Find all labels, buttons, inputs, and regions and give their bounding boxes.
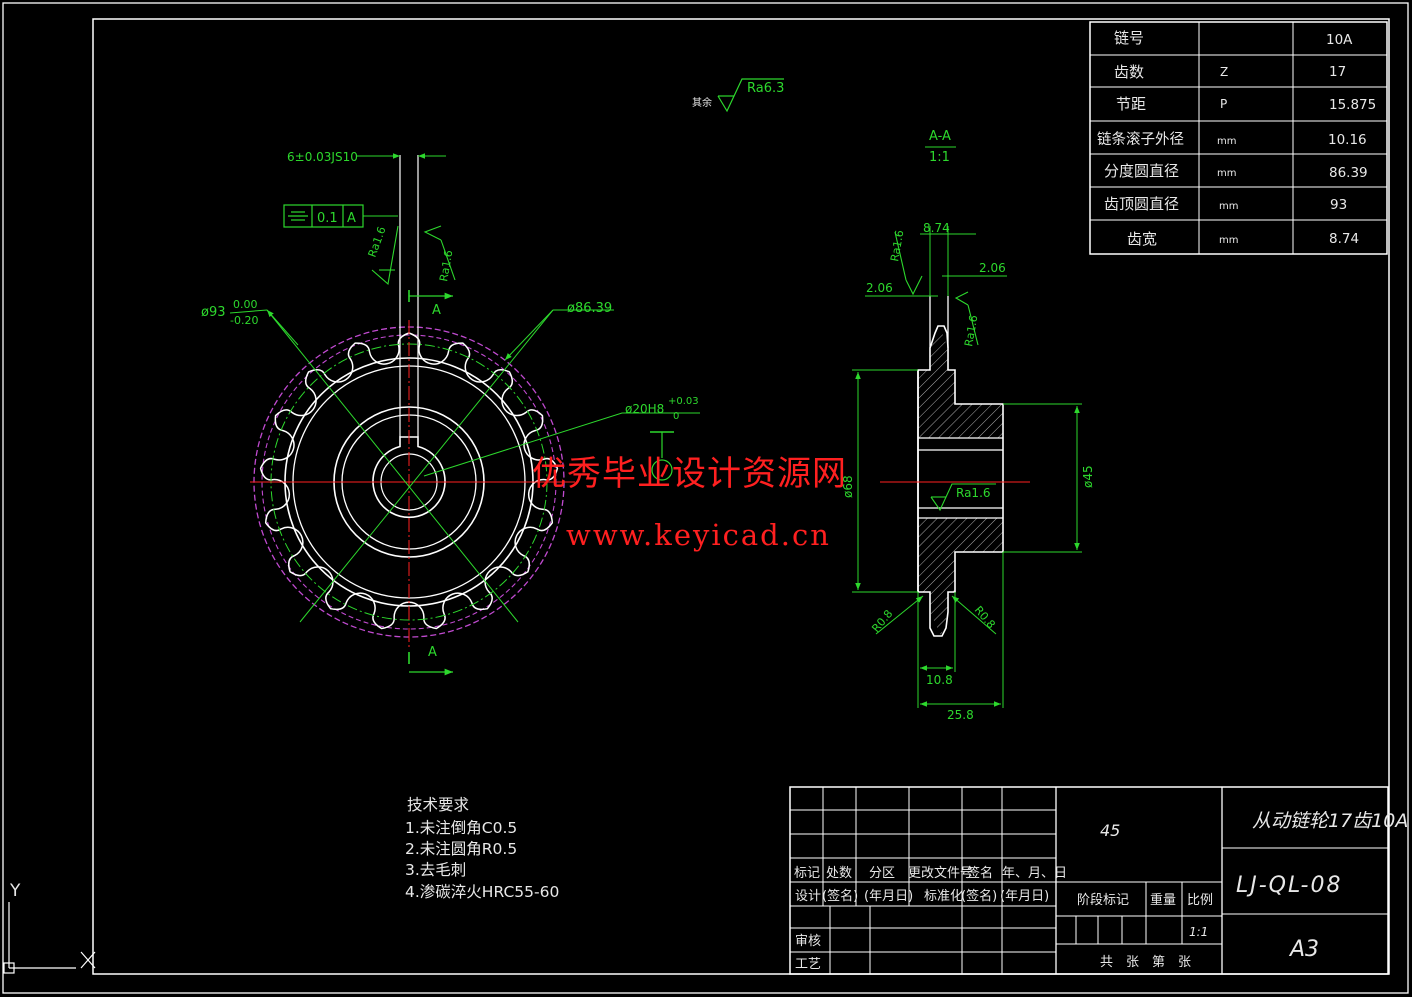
param-symbol-1: Z [1220, 65, 1228, 79]
svg-text:0.00: 0.00 [233, 298, 258, 311]
front-view-dimensions: 6±0.03JS10 0.1 A Ra1.6 Ra1.6 ø93 0.00 -0… [201, 150, 699, 481]
section-view-aa: A-A 1:1 8.74 2.06 2.06 Ra1.6 Ra1.6 [841, 129, 1095, 722]
section-title: A-A [929, 129, 951, 144]
param-value-6: 8.74 [1329, 231, 1359, 247]
param-value-1: 17 [1329, 64, 1346, 80]
param-value-2: 15.875 [1329, 97, 1376, 113]
surface-roughness-note: 其余 Ra6.3 [692, 78, 784, 113]
svg-text:比例: 比例 [1187, 893, 1213, 908]
part-name: 从动链轮17齿10A [1252, 810, 1408, 832]
watermark-title: 优秀毕业设计资源网 [532, 454, 847, 494]
param-value-0: 10A [1326, 32, 1353, 48]
tech-item-4: 4.渗碳淬火HRC55-60 [405, 883, 559, 901]
dim-width-10-8: 10.8 [926, 673, 953, 687]
svg-text:阶段标记: 阶段标记 [1077, 893, 1129, 908]
dim-dia-68: ø68 [841, 475, 855, 498]
tech-item-1: 1.未注倒角C0.5 [405, 819, 517, 837]
svg-text:工艺: 工艺 [795, 957, 821, 972]
param-label-5: 齿顶圆直径 [1104, 195, 1179, 213]
sheet-size: A3 [1288, 937, 1319, 962]
svg-text:R0.8: R0.8 [972, 604, 998, 632]
svg-text:设计: 设计 [795, 889, 821, 904]
svg-text:(签名): (签名) [822, 888, 858, 904]
svg-text:审核: 审核 [795, 934, 821, 949]
dim-tooth-width: 8.74 [923, 221, 950, 235]
svg-text:年、月、日: 年、月、日 [1002, 866, 1067, 881]
param-label-0: 链号 [1114, 29, 1144, 47]
sprocket-front-view: A A [250, 155, 700, 676]
svg-text:(年月日): (年月日) [1000, 889, 1049, 904]
param-label-3: 链条滚子外径 [1097, 131, 1184, 148]
svg-text:Ra1.6: Ra1.6 [962, 314, 980, 347]
tech-title: 技术要求 [407, 796, 469, 814]
svg-text:0: 0 [673, 411, 679, 422]
param-label-6: 齿宽 [1127, 230, 1157, 248]
dim-chamfer-right: 2.06 [979, 261, 1006, 275]
ucs-icon: Y [3, 881, 96, 974]
param-value-5: 93 [1330, 197, 1347, 213]
material: 45 [1100, 821, 1120, 840]
dim-chamfer-left: 2.06 [866, 281, 893, 295]
svg-text:Ra1.6: Ra1.6 [437, 249, 455, 282]
svg-text:Y: Y [9, 881, 21, 901]
param-label-1: 齿数 [1114, 63, 1144, 81]
od-dimension: ø93 [201, 305, 226, 320]
tech-item-3: 3.去毛刺 [405, 861, 466, 879]
pitch-diameter-dimension: ø86.39 [567, 301, 612, 316]
param-symbol-3: mm [1217, 136, 1236, 147]
dim-dia-45: ø45 [1081, 465, 1095, 488]
dim-width-25-8: 25.8 [947, 708, 974, 722]
parameter-table: 链号 齿数 节距 链条滚子外径 分度圆直径 齿顶圆直径 齿宽 Z P mm mm… [1089, 21, 1388, 255]
svg-text:更改文件号: 更改文件号 [908, 866, 973, 881]
svg-text:标准化: 标准化 [924, 889, 963, 904]
svg-text:(签名): (签名) [961, 888, 997, 904]
title-block: 45 从动链轮17齿10A LJ-QL-08 A3 标记 处数 分区 更改文件号… [789, 786, 1408, 975]
tolerance-value: 0.1 [317, 211, 338, 226]
section-scale: 1:1 [929, 150, 950, 165]
svg-text:处数: 处数 [826, 866, 852, 881]
svg-text:共 张 第 张: 共 张 第 张 [1100, 955, 1191, 970]
param-symbol-5: mm [1219, 201, 1238, 212]
param-symbol-2: P [1220, 97, 1227, 111]
svg-text:Ra1.6: Ra1.6 [888, 229, 906, 262]
svg-text:签名: 签名 [967, 865, 993, 881]
svg-text:-0.20: -0.20 [230, 314, 258, 327]
svg-text:Ra1.6: Ra1.6 [956, 486, 991, 500]
param-symbol-6: mm [1219, 235, 1238, 246]
param-label-4: 分度圆直径 [1104, 162, 1179, 180]
section-mark-top: A [432, 303, 441, 318]
scale-value: 1:1 [1189, 925, 1208, 939]
bore-dimension: ø20H8 [625, 402, 664, 416]
param-value-3: 10.16 [1328, 132, 1367, 148]
section-hatch-lower [918, 518, 1003, 636]
svg-text:6±0.03JS10: 6±0.03JS10 [287, 150, 358, 164]
svg-text:(年月日): (年月日) [864, 889, 913, 904]
section-mark-bottom: A [428, 645, 437, 660]
svg-text:分区: 分区 [869, 866, 895, 881]
svg-text:+0.03: +0.03 [668, 396, 699, 407]
svg-text:Ra1.6: Ra1.6 [366, 225, 389, 259]
watermark-url: www.keyicad.cn [566, 518, 831, 552]
param-value-4: 86.39 [1329, 165, 1368, 181]
svg-text:重量: 重量 [1150, 892, 1176, 908]
tech-item-2: 2.未注圆角R0.5 [405, 840, 517, 858]
param-symbol-4: mm [1217, 168, 1236, 179]
param-label-2: 节距 [1116, 95, 1146, 113]
tolerance-datum: A [347, 211, 356, 226]
svg-text:其余: 其余 [692, 96, 712, 109]
technical-requirements: 技术要求 1.未注倒角C0.5 2.未注圆角R0.5 3.去毛刺 4.渗碳淬火H… [405, 796, 559, 901]
svg-text:标记: 标记 [794, 866, 820, 881]
section-hatch-upper [918, 330, 1003, 438]
inner-frame [92, 18, 1390, 975]
svg-text:Ra6.3: Ra6.3 [747, 81, 784, 96]
drawing-number: LJ-QL-08 [1236, 873, 1342, 898]
